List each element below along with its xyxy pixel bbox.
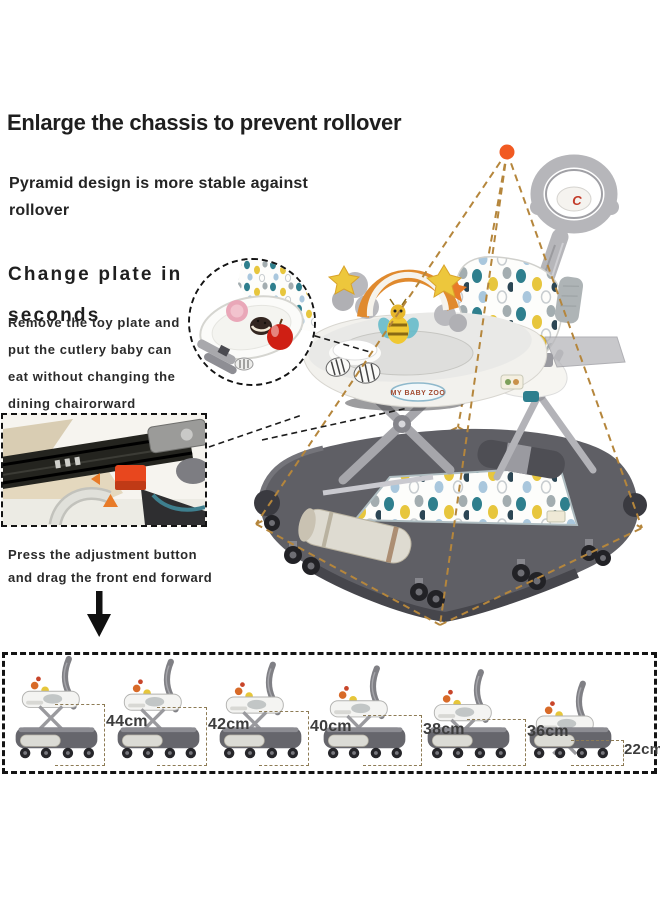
change-plate-heading-line1: Change plate in (8, 264, 183, 285)
walker-illustration: C (208, 144, 647, 626)
left-arrow-icon (91, 473, 100, 485)
tray-badge-text: MY BABY ZOO (391, 390, 446, 397)
magnifier-inset (188, 258, 316, 386)
adjustment-line1: Press the adjustment button (8, 547, 198, 562)
body-line: put the cutlery baby can (8, 342, 172, 357)
apple (267, 318, 293, 350)
mechanism-photo (3, 415, 205, 525)
body-line: dining chairorward (8, 396, 136, 411)
front-roller (298, 508, 412, 564)
page-title: Enlarge the chassis to prevent rollover (7, 110, 402, 135)
red-adjust-button (115, 465, 146, 490)
change-plate-heading-line2: seconds (8, 305, 101, 326)
height-bracket (259, 711, 309, 766)
adjustment-line2: and drag the front end forward (8, 570, 213, 585)
macaron (226, 300, 248, 322)
body-line: eat without changing the (8, 369, 176, 384)
grille-hint (234, 357, 254, 371)
height-bracket (55, 704, 105, 766)
walker-photo: C (254, 154, 647, 623)
subtitle-line1: Pyramid design is more stable against (9, 175, 309, 192)
star-toy-right (425, 264, 463, 299)
plate-detail-photo (190, 260, 314, 384)
mechanism-inset (1, 413, 207, 527)
cookie (250, 317, 272, 335)
animal-sticker (500, 374, 524, 390)
adjustment-note: Press the adjustment button and drag the… (8, 543, 212, 589)
pyramid-overlay (255, 151, 643, 626)
star-toy-left (327, 264, 361, 295)
base-sticker (546, 510, 566, 523)
height-bracket (571, 740, 624, 766)
callout-lines (208, 332, 409, 448)
pyramid-apex-dot (499, 144, 515, 160)
height-label: 38cm (423, 721, 465, 738)
handle-badge (556, 186, 592, 212)
body-line: Remove the toy plate and (8, 315, 180, 330)
change-plate-heading: Change plate in seconds (8, 254, 182, 336)
up-arrow-icon (103, 494, 118, 507)
height-label: 40cm (310, 718, 352, 735)
subtitle-line2: rollover (9, 202, 70, 219)
height-bracket (157, 707, 207, 766)
height-label: 44cm (106, 713, 148, 730)
height-label: 36cm (527, 723, 569, 740)
down-arrow-icon (87, 591, 111, 637)
tray-levers (197, 339, 237, 375)
change-plate-body: Remove the toy plate and put the cutlery… (8, 309, 180, 417)
height-bracket (363, 715, 422, 766)
height-bracket (467, 719, 526, 766)
caster-wheels (264, 515, 611, 608)
handle-logo: C (572, 193, 582, 208)
speaker-grille (325, 357, 351, 377)
height-label: 22cm (624, 741, 660, 758)
height-strip: 44cm 42cm 40cm 38cm 36cm 22cm (2, 652, 660, 774)
subtitle: Pyramid design is more stable against ro… (9, 170, 308, 224)
height-label: 42cm (208, 716, 250, 733)
tray-badge (390, 382, 446, 402)
